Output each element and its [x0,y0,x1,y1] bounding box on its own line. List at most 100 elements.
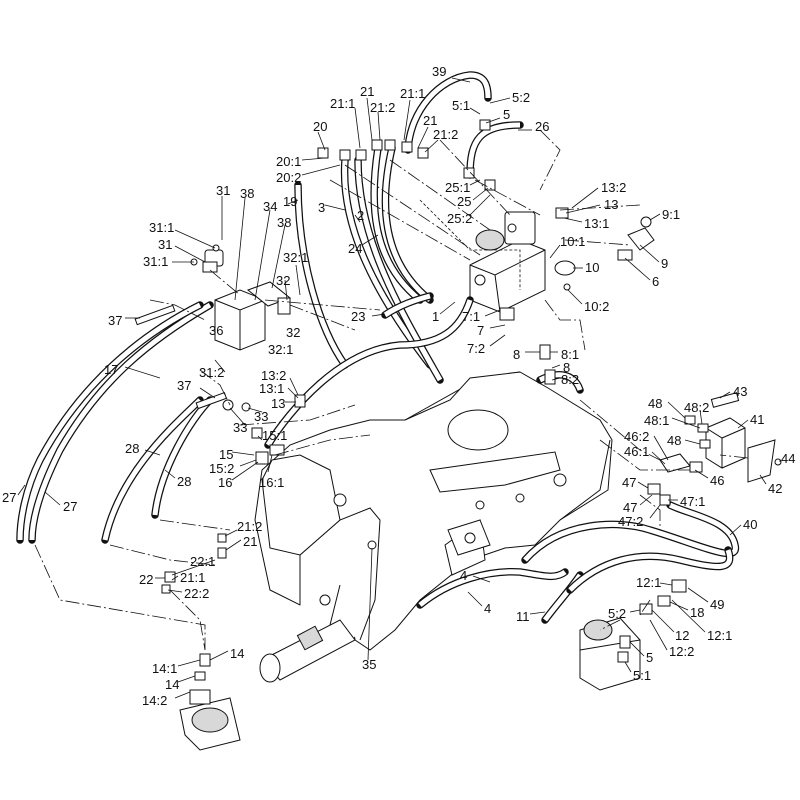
callout-label: 25 [457,194,471,209]
callout-label: 8:2 [561,372,579,387]
callout-label: 21:2 [433,127,458,142]
hydraulic-cylinder [259,594,356,683]
callout-label: 7 [477,323,484,338]
callout-label: 5:2 [608,606,626,621]
callout-label: 8:1 [561,347,579,362]
callout-label: 20:2 [276,170,301,185]
callout-label: 21 [243,534,257,549]
callout-label: 20:1 [276,154,301,169]
callout-label: 17 [104,362,118,377]
callout-label: 12:2 [669,644,694,659]
callout-label: 39 [432,64,446,79]
callout-label: 33 [254,409,268,424]
callout-label: 33 [233,420,247,435]
callout-label: 12 [675,628,689,643]
callout-label: 2 [357,208,364,223]
callout-label: 43 [733,384,747,399]
callout-label: 11 [516,609,530,624]
callout-label: 4 [484,601,491,616]
callout-label: 46:2 [624,429,649,444]
callout-label: 28 [125,441,139,456]
callout-label: 14:2 [142,693,167,708]
callout-label: 31 [216,183,230,198]
callout-label: 18 [690,605,704,620]
callout-label: 37 [177,378,191,393]
callout-label: 31:2 [199,365,224,380]
callout-label: 25:1 [445,180,470,195]
callout-label: 22:2 [184,586,209,601]
callout-label: 5 [503,107,510,122]
callout-label: 14 [230,646,244,661]
callout-label: 8 [563,360,570,375]
callout-label: 38 [240,186,254,201]
callout-label: 32:1 [268,342,293,357]
callout-label: 31 [158,237,172,252]
hoses [16,71,740,624]
callout-label: 46 [710,473,724,488]
callout-label: 3 [318,200,325,215]
callout-label: 5:1 [452,98,470,113]
callout-label: 5:2 [512,90,530,105]
callout-label: 5 [646,650,653,665]
callout-label: 10:1 [560,234,585,249]
callout-label: 1 [432,309,439,324]
callout-label: 9 [661,256,668,271]
main-frame [254,371,613,651]
callout-label: 5:1 [633,668,651,683]
callout-label: 13:2 [261,368,286,383]
callout-label: 10 [585,260,599,275]
callout-label: 8 [513,347,520,362]
callout-label: 34 [263,199,277,214]
callout-label: 12:1 [636,575,661,590]
callout-label: 20 [313,119,327,134]
callout-label: 13 [271,396,285,411]
callout-label: 10:2 [584,299,609,314]
callout-label: 12:1 [707,628,732,643]
callout-label: 47 [622,475,636,490]
callout-label: 49 [710,597,724,612]
callout-label: 4 [460,568,467,583]
callout-label: 32 [276,273,290,288]
callout-label: 27 [2,490,16,505]
valve-small [447,519,491,556]
callout-label: 23 [351,309,365,324]
callout-label: 15:2 [209,461,234,476]
callout-label: 31:1 [149,220,174,235]
callout-label: 6 [652,274,659,289]
callout-label: 15:1 [262,428,287,443]
callout-label: 27 [63,499,77,514]
callout-label: 13:1 [584,216,609,231]
callout-label: 46:1 [624,444,649,459]
callout-label: 31:1 [143,254,168,269]
callout-label: 48 [667,433,681,448]
callout-label: 24 [348,241,362,256]
pump [579,617,641,691]
leader-lines [17,77,781,699]
callout-label: 36 [209,323,223,338]
callout-label: 21 [360,84,374,99]
callout-label: 14 [165,677,179,692]
callout-label: 32:1 [283,250,308,265]
callout-label: 48:1 [644,413,669,428]
assembly-lines [34,129,749,651]
callout-label: 40 [743,517,757,532]
callout-label: 21:2 [370,100,395,115]
callout-label: 19 [283,194,297,209]
callout-label: 26 [535,119,549,134]
callout-label: 13:1 [259,381,284,396]
callout-label: 47:1 [680,494,705,509]
callout-label: 37 [108,313,122,328]
callout-label: 21:2 [237,519,262,534]
callout-label: 42 [768,481,782,496]
callout-label: 22 [139,572,153,587]
callout-label: 7:2 [467,341,485,356]
callout-label: 41 [750,412,764,427]
callout-label: 22:1 [190,554,215,569]
callout-label: 28 [177,474,191,489]
callout-label: 21:1 [330,96,355,111]
callout-label: 13:2 [601,180,626,195]
callout-label: 21 [423,113,437,128]
callout-label: 21:1 [180,570,205,585]
callout-label: 47 [623,500,637,515]
